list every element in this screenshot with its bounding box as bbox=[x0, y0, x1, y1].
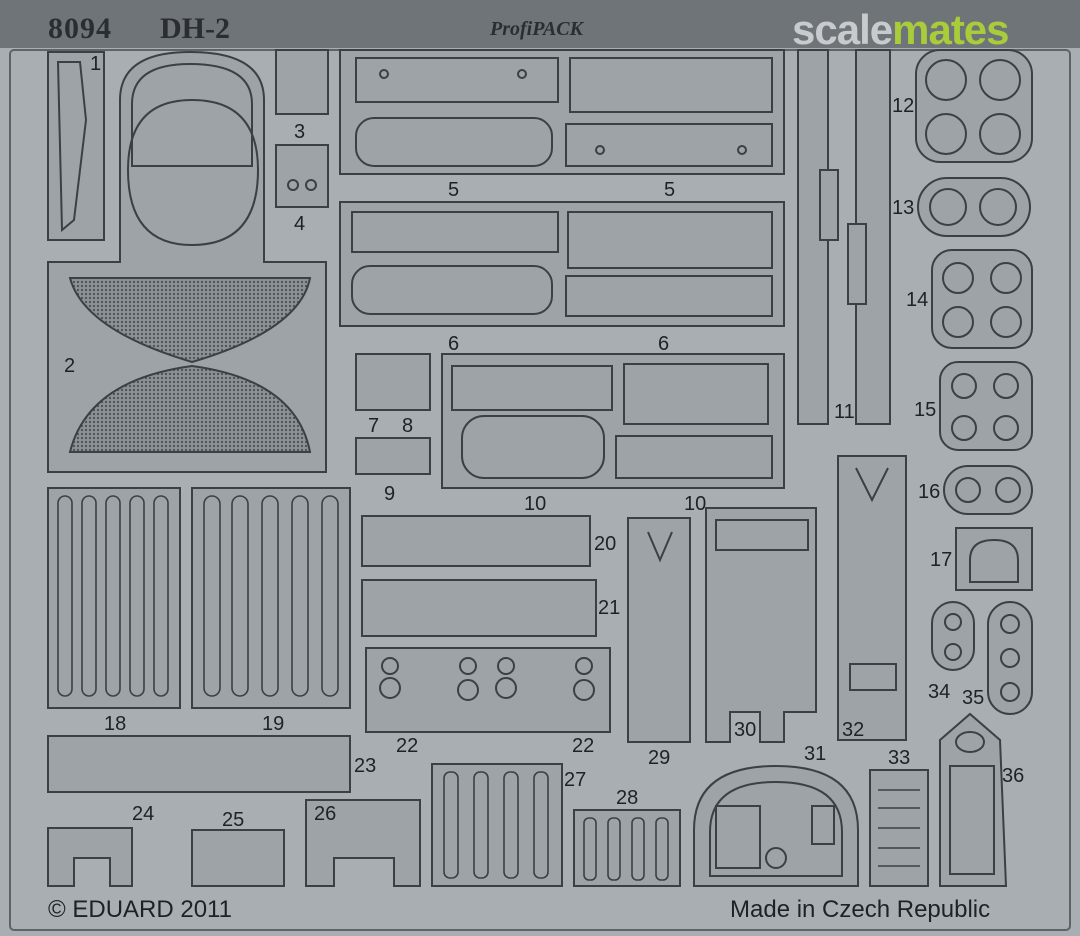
set-code: 8094 bbox=[48, 12, 112, 45]
part-1-detail bbox=[56, 61, 88, 233]
watermark-logo: scalemates bbox=[792, 6, 1010, 54]
part-label: 6 bbox=[658, 333, 670, 355]
part-16 bbox=[943, 465, 1033, 515]
part-label: 34 bbox=[928, 681, 951, 703]
part-label: 25 bbox=[222, 809, 245, 831]
part-2-mesh-upper bbox=[68, 277, 312, 364]
part-label: 8 bbox=[402, 415, 414, 437]
part-label: 35 bbox=[962, 687, 985, 709]
part-20 bbox=[361, 515, 591, 567]
part-label: 16 bbox=[918, 481, 941, 503]
part-label: 2 bbox=[64, 355, 76, 377]
part-label: 17 bbox=[930, 549, 953, 571]
part-label: 5 bbox=[448, 179, 460, 201]
part-14 bbox=[931, 249, 1033, 349]
part-label: 15 bbox=[914, 399, 937, 421]
part-30 bbox=[705, 507, 817, 743]
part-label: 22 bbox=[396, 735, 419, 757]
part-1 bbox=[47, 51, 105, 241]
part-34 bbox=[931, 601, 975, 671]
part-label: 22 bbox=[572, 735, 595, 757]
part-label: 9 bbox=[384, 483, 396, 505]
part-28 bbox=[573, 809, 681, 887]
part-label: 33 bbox=[888, 747, 911, 769]
header-band bbox=[0, 0, 1080, 48]
part-label: 28 bbox=[616, 787, 639, 809]
part-label: 18 bbox=[104, 713, 127, 735]
part-label: 23 bbox=[354, 755, 377, 777]
aircraft-model: DH-2 bbox=[160, 12, 230, 45]
part-9 bbox=[355, 437, 431, 475]
part-29 bbox=[627, 517, 691, 743]
part-3 bbox=[275, 49, 329, 115]
part-23 bbox=[47, 735, 351, 793]
part-35 bbox=[987, 601, 1033, 715]
part-label: 5 bbox=[664, 179, 676, 201]
part-label: 3 bbox=[294, 121, 306, 143]
part-label: 24 bbox=[132, 803, 155, 825]
origin-text: Made in Czech Republic bbox=[730, 896, 991, 923]
part-19 bbox=[191, 487, 351, 709]
watermark-part1: scale bbox=[792, 6, 893, 53]
part-label: 13 bbox=[892, 197, 915, 219]
part-label: 27 bbox=[564, 769, 587, 791]
part-label: 32 bbox=[842, 719, 865, 741]
part-label: 11 bbox=[834, 401, 855, 423]
part-12 bbox=[915, 49, 1033, 163]
part-label: 30 bbox=[734, 719, 757, 741]
part-label: 29 bbox=[648, 747, 671, 769]
part-2-mesh-lower bbox=[68, 364, 312, 453]
part-label: 10 bbox=[684, 493, 707, 515]
edition-name: ProfiPACK bbox=[490, 18, 583, 40]
part-36 bbox=[939, 712, 1008, 887]
part-15 bbox=[939, 361, 1033, 451]
part-label: 36 bbox=[1002, 765, 1025, 787]
part-13 bbox=[917, 177, 1031, 237]
part-label: 20 bbox=[594, 533, 617, 555]
part-label: 7 bbox=[368, 415, 380, 437]
part-label: 10 bbox=[524, 493, 547, 515]
part-24 bbox=[47, 827, 133, 887]
part-26 bbox=[305, 799, 421, 887]
part-21 bbox=[361, 579, 597, 637]
part-17 bbox=[955, 527, 1033, 591]
copyright-text: © EDUARD 2011 bbox=[48, 896, 232, 923]
part-25 bbox=[191, 829, 285, 887]
part-18 bbox=[47, 487, 181, 709]
part-31 bbox=[693, 764, 859, 887]
part-label: 12 bbox=[892, 95, 915, 117]
part-27 bbox=[431, 763, 563, 887]
part-32 bbox=[837, 455, 907, 741]
part-label: 6 bbox=[448, 333, 460, 355]
part-7-8 bbox=[355, 353, 431, 411]
part-label: 1 bbox=[90, 53, 102, 75]
part-label: 21 bbox=[598, 597, 621, 619]
part-22 bbox=[365, 647, 611, 733]
part-4 bbox=[275, 144, 329, 208]
part-label: 19 bbox=[262, 713, 285, 735]
part-5-lower bbox=[339, 201, 785, 327]
part-label: 14 bbox=[906, 289, 929, 311]
part-label: 31 bbox=[804, 743, 827, 765]
part-label: 26 bbox=[314, 803, 337, 825]
part-label: 4 bbox=[294, 213, 306, 235]
watermark-part2: mates bbox=[892, 6, 1009, 53]
